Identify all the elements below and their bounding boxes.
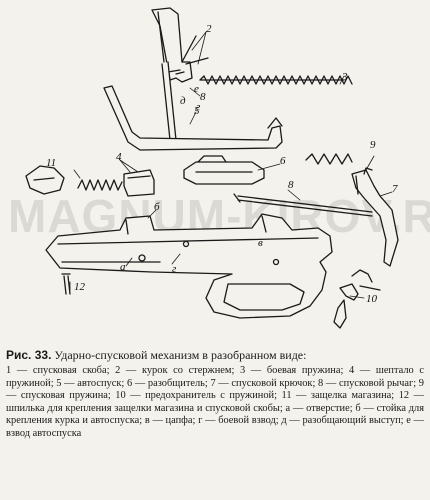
label-v: в (258, 237, 263, 249)
label-8: 8 (288, 179, 294, 191)
label-d: д (180, 95, 186, 107)
trigger (351, 167, 399, 267)
label-11: 11 (46, 157, 56, 169)
label-g-top: г (196, 101, 201, 113)
label-a: а (120, 261, 126, 273)
caption-title: Рис. 33. Ударно-спусковой механизм в раз… (6, 348, 424, 363)
hammer-with-rod (151, 7, 209, 141)
trigger-spring (305, 153, 353, 165)
label-2: 2 (206, 23, 212, 35)
label-5: 5 (194, 105, 200, 117)
label-3: 3 (341, 71, 348, 83)
auto-release (103, 85, 283, 151)
label-g: г (172, 263, 177, 275)
magazine-catch (25, 165, 65, 195)
disconnector (183, 155, 265, 185)
trigger-lever (233, 193, 373, 217)
label-4: 4 (116, 151, 122, 163)
label-12: 12 (74, 281, 86, 293)
label-e: е (194, 83, 199, 95)
caption-title-text: Ударно-спусковой механизм в разобранном … (51, 348, 307, 362)
label-6b: б (154, 201, 160, 213)
sear-with-spring (77, 169, 155, 197)
caption-figure-number: Рис. 33. (6, 348, 52, 362)
mainspring (199, 75, 353, 85)
caption-legend: 1 — спусковая скоба; 2 — курок со стержн… (6, 365, 424, 439)
label-10: 10 (366, 293, 378, 305)
exploded-view-figure: MAGNUM-KIROV.RU (8, 7, 430, 329)
label-9: 9 (370, 139, 376, 151)
label-8-top: 8 (200, 91, 206, 103)
figure-caption: Рис. 33. Ударно-спусковой механизм в раз… (6, 348, 424, 441)
mechanism-drawing: MAGNUM-KIROV.RU (8, 7, 430, 329)
label-6: 6 (280, 155, 286, 167)
retaining-pin (61, 273, 71, 295)
trigger-guard (45, 213, 333, 319)
label-7: 7 (392, 183, 398, 195)
